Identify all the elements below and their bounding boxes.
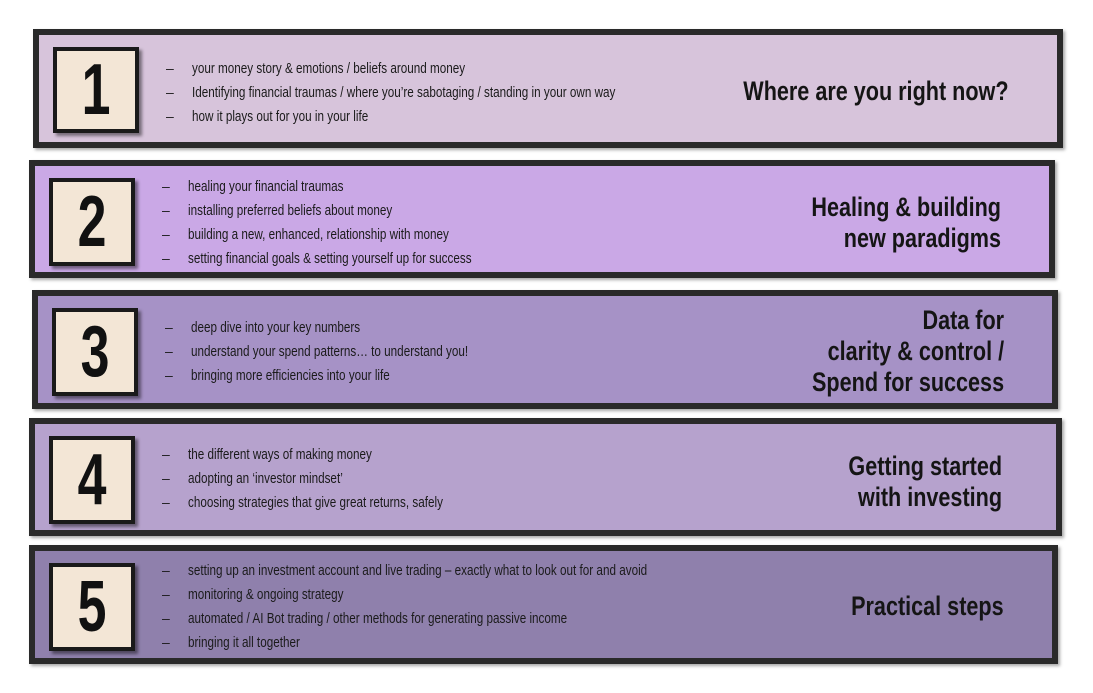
list-item: – setting up an investment account and li… bbox=[162, 558, 777, 582]
bullet-text: Identifying financial traumas / where yo… bbox=[192, 83, 616, 101]
bullet-text: how it plays out for you in your life bbox=[192, 107, 369, 125]
bullet-list: – healing your financial traumas – install… bbox=[162, 174, 552, 270]
section-3-panel: 3 – deep dive into your key numbers – unde… bbox=[32, 290, 1058, 409]
bullet-text: setting up an investment account and liv… bbox=[188, 561, 648, 579]
bullet-dash: – bbox=[165, 343, 173, 359]
list-item: – installing preferred beliefs about mone… bbox=[162, 198, 552, 222]
section-title: Getting started with investing bbox=[848, 451, 1002, 513]
bullet-text: automated / AI Bot trading / other metho… bbox=[188, 609, 568, 627]
section-2-panel: 2 – healing your financial traumas – insta… bbox=[29, 160, 1055, 278]
section-number: 4 bbox=[77, 440, 107, 520]
list-item: – bringing it all together bbox=[162, 630, 777, 654]
section-number: 5 bbox=[77, 567, 107, 647]
list-item: – building a new, enhanced, relationship … bbox=[162, 222, 552, 246]
bullet-dash: – bbox=[162, 250, 170, 266]
section-number-box: 3 bbox=[52, 308, 138, 396]
bullet-dash: – bbox=[162, 202, 170, 218]
section-number-box: 1 bbox=[53, 47, 139, 133]
section-title-line: Spend for success bbox=[811, 367, 1004, 397]
section-number-box: 2 bbox=[49, 178, 135, 266]
section-title-line: with investing bbox=[857, 482, 1002, 512]
list-item: – monitoring & ongoing strategy bbox=[162, 582, 777, 606]
bullet-dash: – bbox=[166, 60, 174, 76]
section-title-line: Where are you right now? bbox=[743, 76, 1009, 106]
list-item: – deep dive into your key numbers bbox=[165, 315, 546, 339]
bullet-text: setting financial goals & setting yourse… bbox=[188, 249, 472, 267]
section-title: Where are you right now? bbox=[744, 76, 1009, 107]
section-4-panel: 4 – the different ways of making money – a… bbox=[29, 418, 1062, 536]
section-title: Practical steps bbox=[852, 591, 1004, 622]
list-item: – healing your financial traumas bbox=[162, 174, 552, 198]
section-title-line: Data for bbox=[922, 305, 1004, 335]
section-title-line: Getting started bbox=[848, 451, 1002, 481]
section-title: Healing & building new paradigms bbox=[811, 192, 1001, 254]
section-number: 2 bbox=[77, 182, 107, 262]
bullet-dash: – bbox=[162, 562, 170, 578]
bullet-dash: – bbox=[165, 319, 173, 335]
list-item: – understand your spend patterns… to unde… bbox=[165, 339, 546, 363]
bullet-dash: – bbox=[162, 610, 170, 626]
bullet-text: adopting an ‘investor mindset’ bbox=[188, 469, 343, 487]
bullet-text: monitoring & ongoing strategy bbox=[188, 585, 344, 603]
bullet-text: choosing strategies that give great retu… bbox=[188, 493, 443, 511]
section-title-line: Healing & building bbox=[811, 192, 1001, 222]
list-item: – bringing more efficiencies into your li… bbox=[165, 363, 546, 387]
list-item: – adopting an ‘investor mindset’ bbox=[162, 466, 515, 490]
bullet-text: bringing it all together bbox=[188, 633, 300, 651]
bullet-list: – deep dive into your key numbers – unders… bbox=[165, 315, 546, 387]
section-number: 1 bbox=[81, 50, 111, 130]
section-number-box: 5 bbox=[49, 563, 135, 651]
list-item: – the different ways of making money bbox=[162, 442, 515, 466]
bullet-list: – setting up an investment account and li… bbox=[162, 558, 777, 654]
bullet-list: – the different ways of making money – ado… bbox=[162, 442, 515, 514]
section-number-box: 4 bbox=[49, 436, 135, 524]
bullet-dash: – bbox=[162, 586, 170, 602]
bullet-text: healing your financial traumas bbox=[188, 177, 344, 195]
section-title: Data for clarity & control / Spend for s… bbox=[812, 305, 1004, 398]
list-item: – Identifying financial traumas / where y… bbox=[166, 80, 735, 104]
section-number: 3 bbox=[80, 312, 110, 392]
bullet-dash: – bbox=[162, 470, 170, 486]
list-item: – your money story & emotions / beliefs a… bbox=[166, 56, 735, 80]
bullet-list: – your money story & emotions / beliefs a… bbox=[166, 56, 735, 128]
bullet-dash: – bbox=[162, 178, 170, 194]
bullet-dash: – bbox=[166, 84, 174, 100]
bullet-dash: – bbox=[162, 494, 170, 510]
bullet-text: building a new, enhanced, relationship w… bbox=[188, 225, 449, 243]
bullet-text: deep dive into your key numbers bbox=[191, 318, 361, 336]
list-item: – setting financial goals & setting yours… bbox=[162, 246, 552, 270]
section-title-line: clarity & control / bbox=[827, 336, 1004, 366]
section-1-panel: 1 – your money story & emotions / beliefs… bbox=[33, 29, 1063, 148]
bullet-text: the different ways of making money bbox=[188, 445, 372, 463]
bullet-dash: – bbox=[166, 108, 174, 124]
section-5-panel: 5 – setting up an investment account and … bbox=[29, 545, 1058, 664]
bullet-text: installing preferred beliefs about money bbox=[188, 201, 393, 219]
list-item: – automated / AI Bot trading / other meth… bbox=[162, 606, 777, 630]
bullet-dash: – bbox=[162, 226, 170, 242]
bullet-dash: – bbox=[162, 446, 170, 462]
bullet-text: understand your spend patterns… to under… bbox=[191, 342, 469, 360]
bullet-text: your money story & emotions / beliefs ar… bbox=[192, 59, 466, 77]
bullet-dash: – bbox=[162, 634, 170, 650]
bullet-dash: – bbox=[165, 367, 173, 383]
list-item: – choosing strategies that give great ret… bbox=[162, 490, 515, 514]
bullet-text: bringing more efficiencies into your lif… bbox=[191, 366, 390, 384]
list-item: – how it plays out for you in your life bbox=[166, 104, 735, 128]
section-title-line: new paradigms bbox=[843, 223, 1001, 253]
section-title-line: Practical steps bbox=[851, 591, 1004, 621]
